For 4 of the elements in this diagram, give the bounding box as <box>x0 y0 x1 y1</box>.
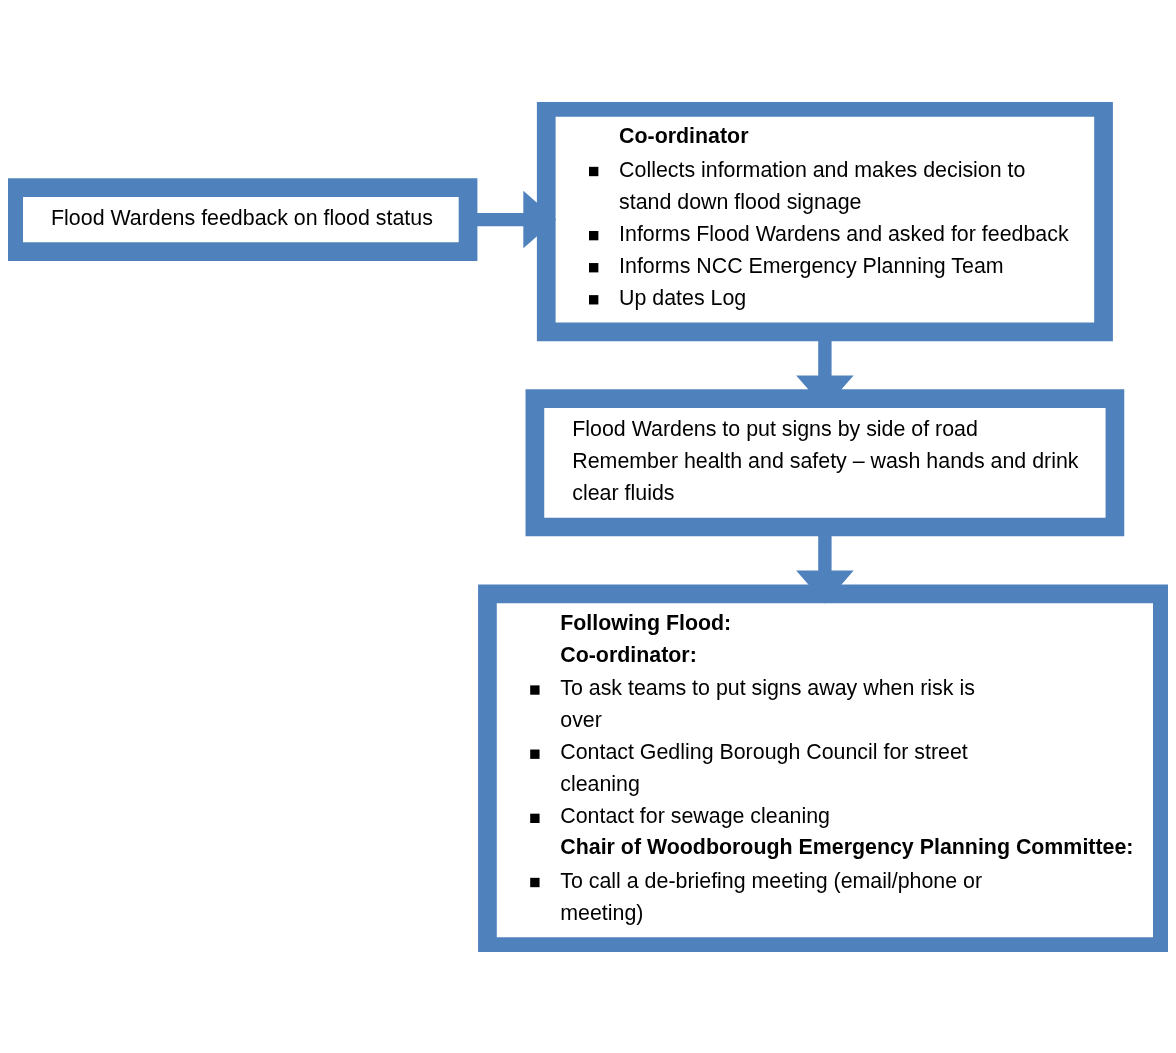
node-box: Following Flood: Co-ordinator: To ask teams to put signs away when risk is over Contact Gedling Borough Council for street cleaning Contact for sewage cleaning Chair of Woodborough Emergency Planning Committee: To call a de-briefing meeting (email/phone or meeting) <box>478 583 1168 952</box>
node-box: Flood Wardens to put signs by side of road Remember health and safety – wash hands and drink clear fluids <box>525 388 1125 536</box>
node-box: Co-ordinator Collects information and makes decision to stand down flood signage Informs Flood Wardens and asked for feedback Informs NCC Emergency Planning Team Up dates Log <box>536 101 1113 341</box>
node-box: Flood Wardens feedback on flood status <box>8 177 478 261</box>
